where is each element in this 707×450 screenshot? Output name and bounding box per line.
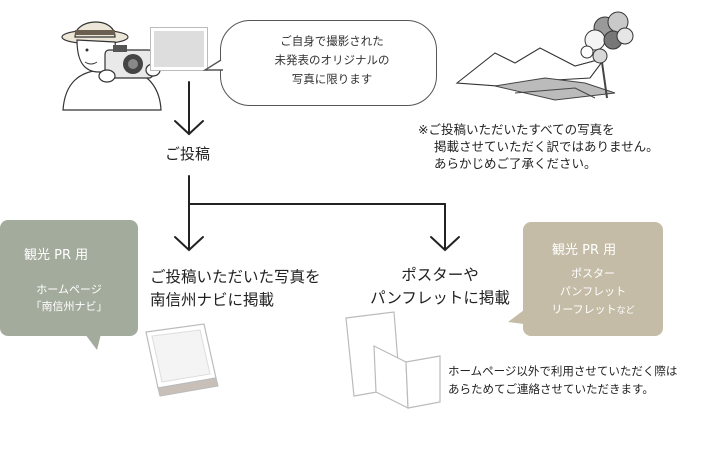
card-print-line-3-suffix: など [616, 306, 635, 316]
speech-bubble-tail [202, 59, 223, 71]
card-website-line-1: ホームページ [36, 283, 102, 296]
card-website-tail [85, 334, 101, 350]
landscape-illustration [455, 11, 634, 101]
branch-left-line-2: 南信州ナビに掲載 [150, 291, 275, 309]
speech-bubble [220, 20, 437, 106]
arrow-left-head [174, 236, 204, 252]
branch-right-line-2: パンフレットに掲載 [370, 289, 510, 307]
card-print [523, 222, 663, 336]
note-line-2: 掲載させていただく訳ではありません。 [434, 139, 659, 154]
branch-right-line-1: ポスターや [401, 266, 479, 284]
contact-note: ホームページ以外で利用させていただく際は あらためてご連絡させていただきます。 [448, 362, 677, 398]
note-line-1: ※ご投稿いただいたすべての写真を [418, 122, 615, 137]
speech-line-1: ご自身で撮影された [280, 34, 384, 48]
card-print-tail [508, 310, 524, 324]
photo-frame [150, 27, 208, 71]
card-print-line-2: パンフレット [559, 285, 627, 298]
speech-text: ご自身で撮影された 未発表のオリジナルの 写真に限ります [252, 32, 412, 89]
card-website-title: 観光 PR 用 [24, 248, 89, 263]
step-submission: ご投稿 [165, 145, 211, 163]
arrow-right-head [430, 236, 460, 252]
laptop-illustration [145, 323, 219, 397]
branch-left-line-1: ご投稿いただいた写真を [150, 268, 321, 286]
note-line-3: あらかじめご了承ください。 [434, 156, 597, 171]
card-print-line-3-text: リーフレット [551, 303, 617, 316]
contact-note-line-2: あらためてご連絡させていただきます。 [448, 382, 654, 396]
arrow-top-head [174, 120, 204, 136]
card-website [0, 220, 138, 336]
speech-line-3: 写真に限ります [291, 72, 373, 86]
card-print-title: 観光 PR 用 [552, 243, 617, 258]
pamphlet-illustration [345, 311, 441, 409]
card-website-line-2: 「南信州ナビ」 [30, 300, 108, 313]
card-print-line-1: ポスター [571, 267, 615, 280]
branch-right-label: ポスターや パンフレットに掲載 [360, 264, 520, 310]
branch-left-label: ご投稿いただいた写真を 南信州ナビに掲載 [150, 266, 321, 312]
disclaimer-note: ※ご投稿いただいたすべての写真を 掲載させていただく訳ではありません。 あらかじ… [418, 121, 659, 172]
contact-note-line-1: ホームページ以外で利用させていただく際は [448, 364, 678, 378]
card-print-line-3: リーフレットなど [523, 301, 663, 320]
speech-line-2: 未発表のオリジナルの [274, 53, 390, 67]
